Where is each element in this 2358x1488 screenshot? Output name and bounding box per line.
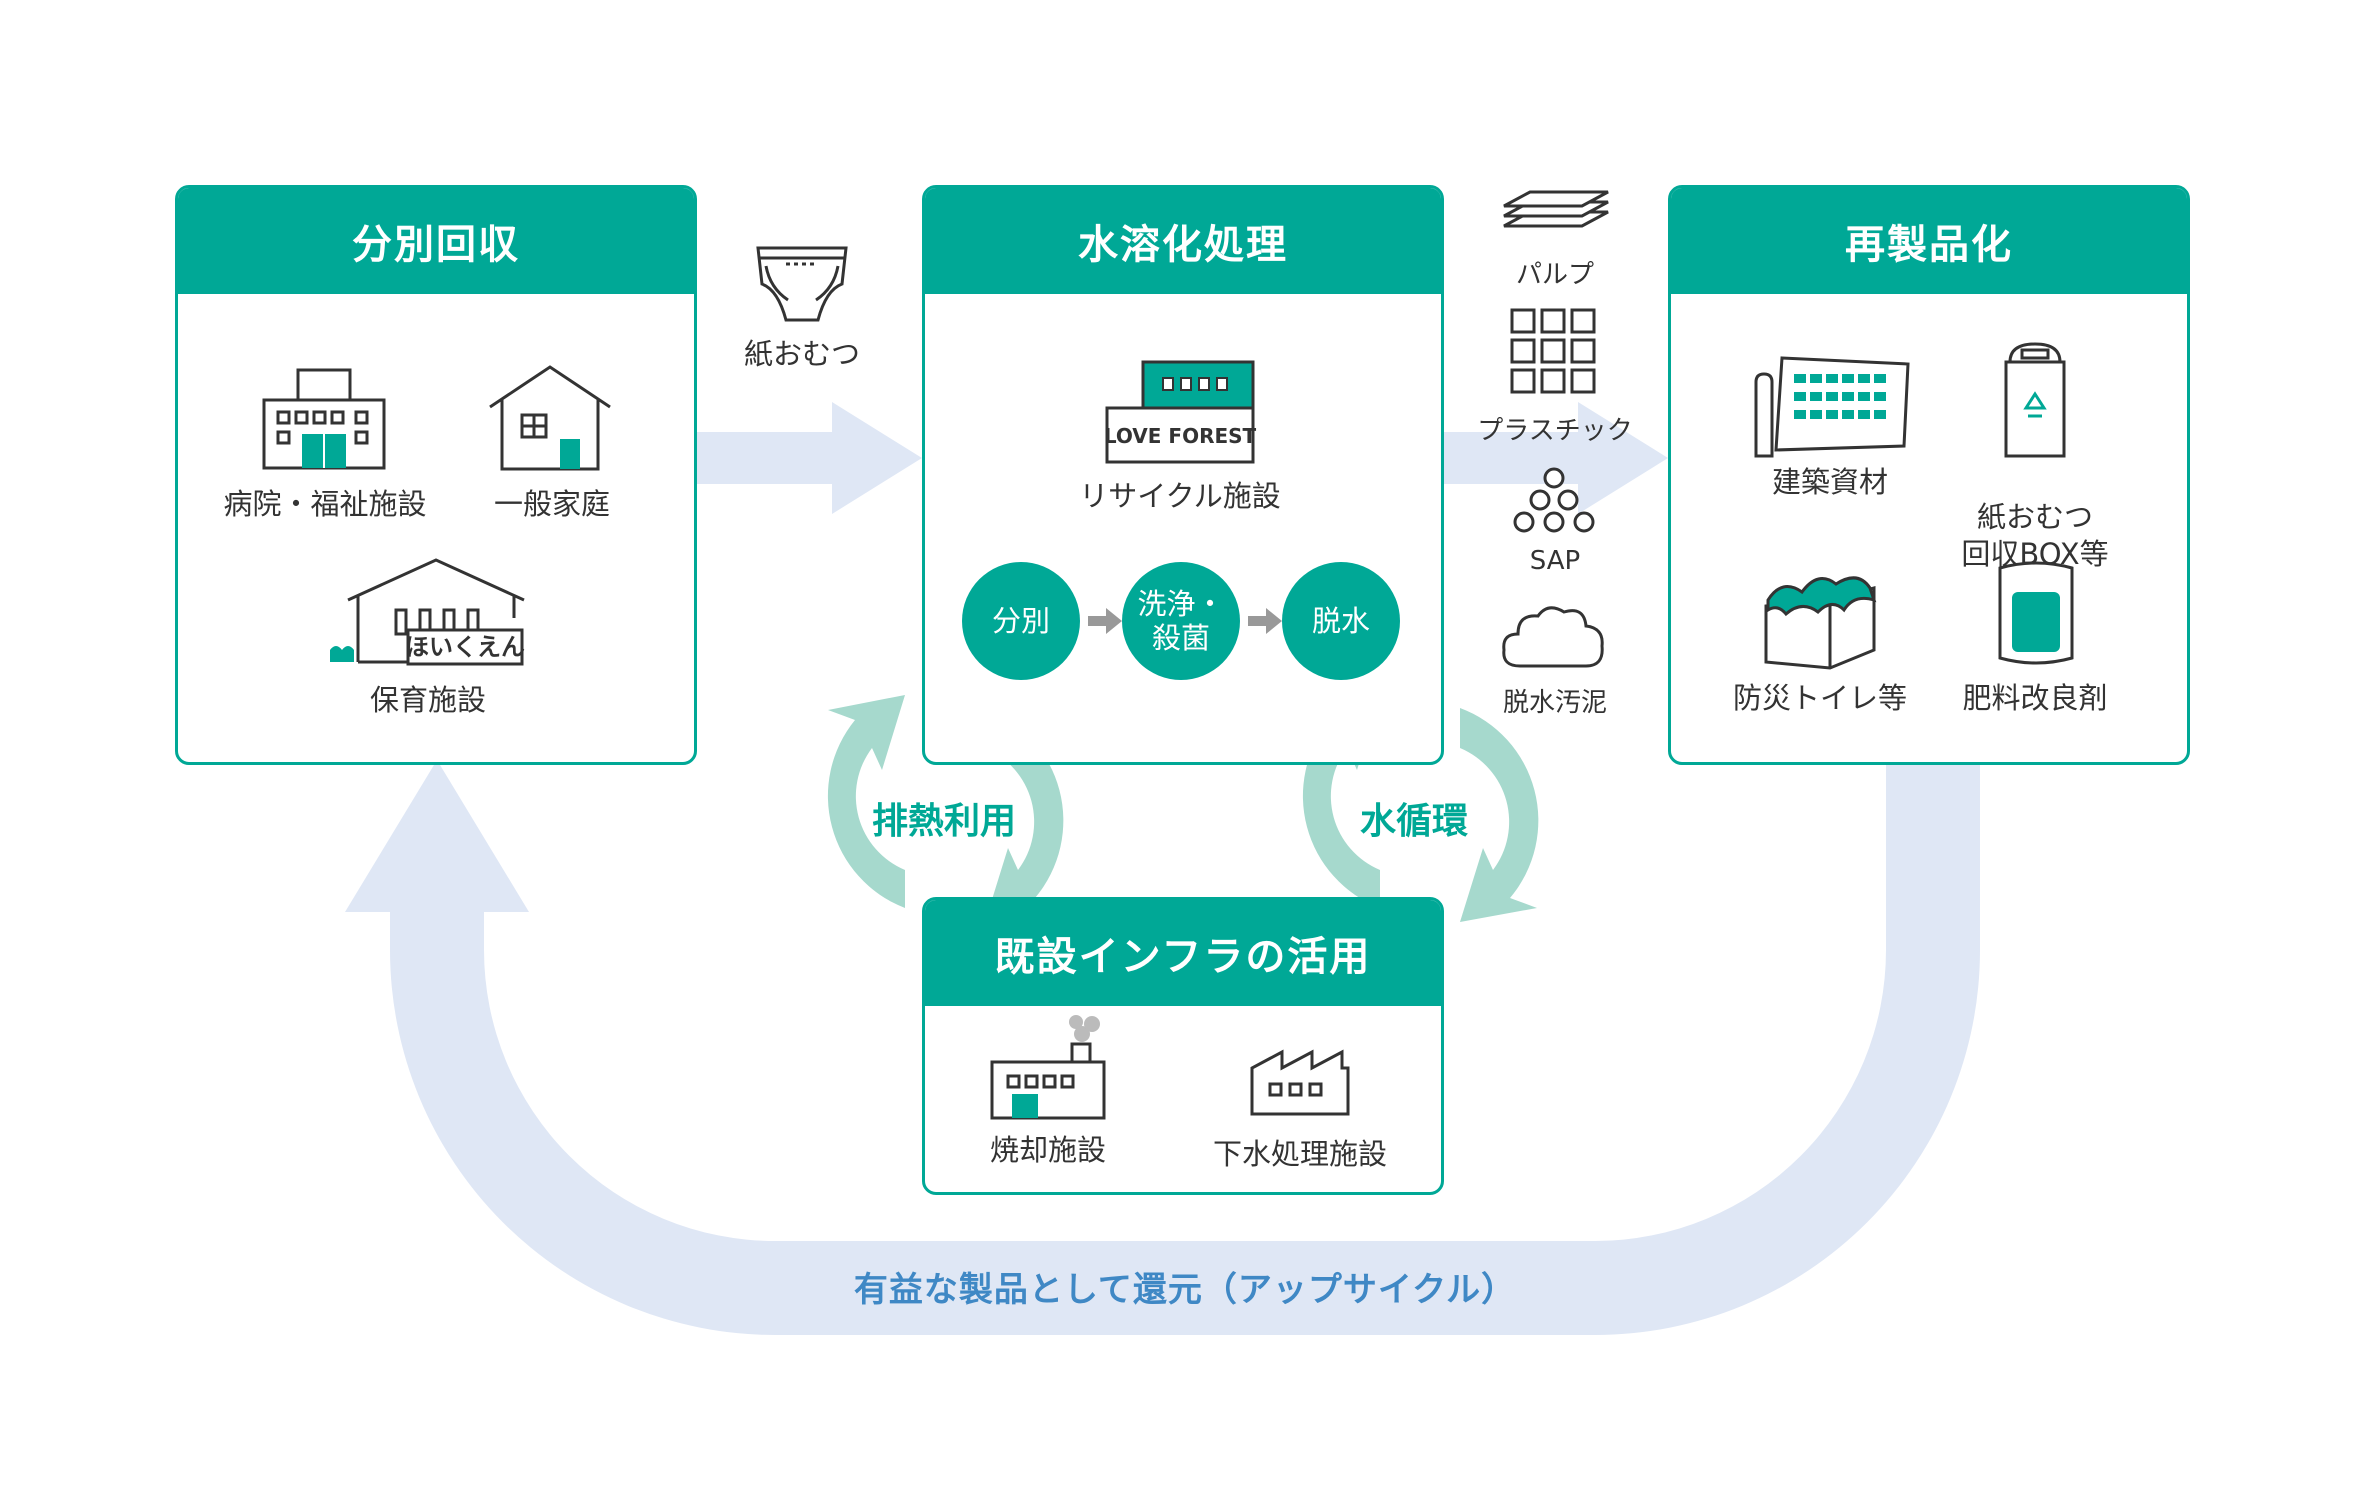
diaper-icon — [756, 246, 848, 322]
product-disaster-toilet: 防災トイレ等 — [1732, 681, 1907, 715]
output-sap: SAP — [1529, 546, 1581, 576]
return-caption: 有益な製品として還元（アップサイクル） — [853, 1270, 1517, 1310]
collection-box-icon — [2004, 342, 2066, 458]
card-title: 再製品化 — [1671, 188, 2187, 294]
product-collection-box: 紙おむつ 回収BOX等 — [1935, 462, 2135, 573]
step-washing-label: 洗浄・ 殺菌 — [1137, 587, 1225, 655]
cycle-label-heat: 排熱利用 — [872, 801, 1017, 842]
step-dewatering: 脱水 — [1282, 562, 1400, 680]
product-fertilizer: 肥料改良剤 — [1962, 681, 2108, 715]
input-label-diaper: 紙おむつ — [743, 337, 860, 371]
output-plastic: プラスチック — [1477, 416, 1633, 446]
building-material-icon — [1754, 356, 1910, 458]
product-building-material: 建築資材 — [1771, 465, 1888, 499]
step-sorting: 分別 — [962, 562, 1080, 680]
pulp-icon — [1503, 190, 1609, 228]
nursery-icon: ほいくえん — [330, 558, 525, 666]
facility-sign: LOVE FOREST — [1104, 424, 1257, 448]
sewage-plant-icon — [1250, 1049, 1350, 1116]
card-title: 水溶化処理 — [925, 188, 1441, 294]
infra-incinerator: 焼却施設 — [989, 1133, 1106, 1167]
output-pulp: パルプ — [1515, 260, 1594, 290]
house-icon — [489, 365, 611, 471]
fertilizer-icon — [1998, 561, 2074, 665]
output-sludge: 脱水汚泥 — [1502, 688, 1607, 718]
processing-facility-label: リサイクル施設 — [1079, 479, 1281, 513]
card-reproduction: 再製品化 — [1668, 185, 2190, 765]
collection-item-hospital: 病院・福祉施設 — [223, 487, 427, 521]
card-title: 分別回収 — [178, 188, 694, 294]
step-arrow-2 — [1248, 608, 1282, 634]
incinerator-icon — [990, 1015, 1106, 1120]
card-infrastructure: 既設インフラの活用 — [922, 897, 1444, 1195]
recycle-facility-icon: LOVE FOREST — [1104, 360, 1257, 464]
card-collection: 分別回収 — [175, 185, 697, 765]
infra-sewage-plant: 下水処理施設 — [1212, 1137, 1387, 1171]
nursery-sign: ほいくえん — [405, 633, 525, 661]
disaster-toilet-icon — [1764, 576, 1877, 670]
hospital-icon — [262, 368, 386, 470]
collection-item-home: 一般家庭 — [493, 487, 610, 521]
cycle-label-water: 水循環 — [1360, 801, 1469, 842]
step-arrow-1 — [1088, 608, 1122, 634]
product-collection-box-label: 紙おむつ 回収BOX等 — [1961, 500, 2109, 571]
step-washing: 洗浄・ 殺菌 — [1122, 562, 1240, 680]
card-title: 既設インフラの活用 — [925, 900, 1441, 1006]
plastic-icon — [1510, 308, 1596, 394]
collection-item-nursery: 保育施設 — [369, 683, 486, 717]
sap-icon — [1513, 467, 1595, 533]
sludge-icon — [1502, 606, 1604, 668]
